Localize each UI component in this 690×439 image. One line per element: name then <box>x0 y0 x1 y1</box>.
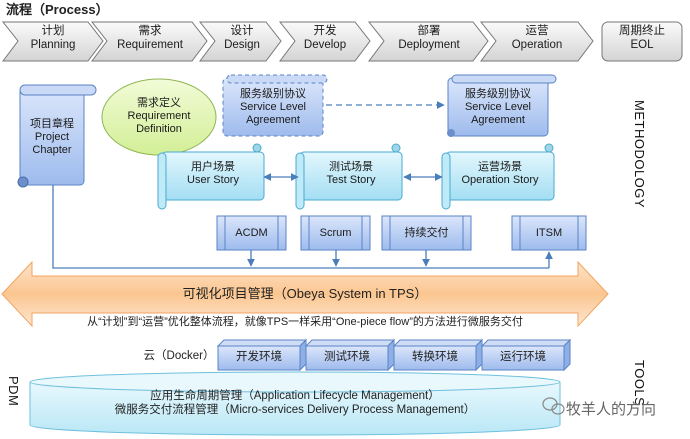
eol-box <box>601 21 683 62</box>
chevron-design <box>198 21 282 62</box>
acdm-box <box>216 215 287 251</box>
process-chevrons <box>1 21 683 62</box>
watermark: 牧羊人的方向 <box>566 401 657 418</box>
user-story-scroll <box>157 143 265 210</box>
chevron-operation <box>479 21 594 62</box>
project-chapter-scroll <box>17 84 97 188</box>
operation-story-scroll <box>441 143 555 210</box>
env-box-staging <box>392 338 484 372</box>
test-story-scroll <box>295 143 403 210</box>
method-boxes <box>216 215 587 251</box>
cloud-docker-label: 云（Docker） <box>143 350 215 362</box>
chevron-deployment <box>367 21 489 62</box>
env-box-test <box>304 338 396 372</box>
env-prod-label: 运行环境 <box>500 351 546 363</box>
chevron-requirement <box>90 21 208 62</box>
chevron-develop <box>278 21 371 62</box>
method-continuous-delivery: 持续交付 <box>404 227 449 239</box>
obeya-subtitle: 从“计划”到“运营”优化整体流程，就像TPS一样采用“One-piece flo… <box>87 316 523 328</box>
process-title: 流程（Process） <box>6 2 109 17</box>
sla-draft-scroll <box>222 74 328 137</box>
itsm-box <box>511 215 587 251</box>
pdm-label: PDM <box>6 376 21 407</box>
env-test-label: 测试环境 <box>324 351 370 363</box>
env-box-prod <box>480 338 572 372</box>
method-scrum: Scrum <box>319 227 352 239</box>
env-dev-label: 开发环境 <box>236 351 282 363</box>
env-box-dev <box>216 338 308 372</box>
method-acdm: ACDM <box>235 227 268 239</box>
env-staging-label: 转换环境 <box>412 351 458 363</box>
wechat-icon <box>542 397 565 415</box>
environment-boxes <box>216 338 572 372</box>
connector-lines <box>52 185 553 269</box>
method-itsm: ITSM <box>535 227 563 239</box>
obeya-title: 可视化项目管理（Obeya System in TPS） <box>182 286 428 301</box>
pdm-text: 应用生命周期管理（Application Lifecycle Managemen… <box>114 390 476 416</box>
tools-label: TOOLS <box>632 360 647 407</box>
sla-final-scroll <box>447 74 557 137</box>
methodology-label: METHODOLOGY <box>632 100 647 209</box>
cd-box <box>381 215 472 251</box>
chevron-planning <box>1 21 104 62</box>
scrum-box <box>300 215 371 251</box>
obeya-double-arrow <box>1 260 609 328</box>
pdm-cylinder <box>29 371 561 436</box>
